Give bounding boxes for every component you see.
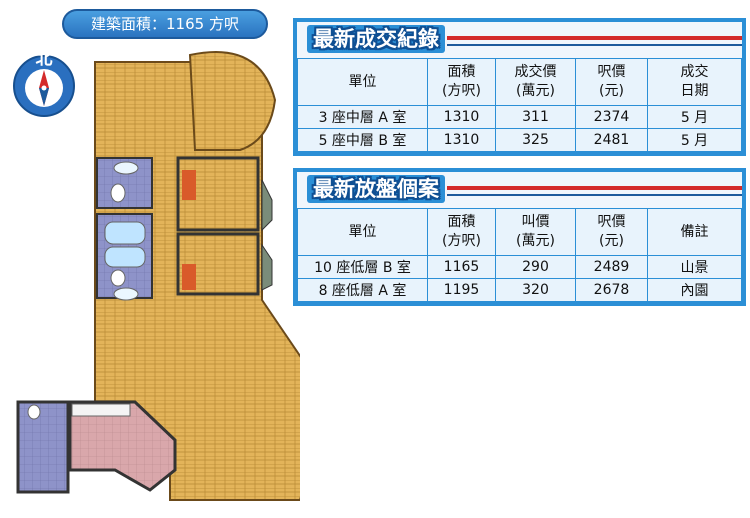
cell-asking-price: 320	[495, 278, 576, 302]
cell-price: 311	[495, 105, 576, 129]
header-unit: 單位	[297, 58, 428, 106]
cell-price: 325	[495, 128, 576, 152]
table-header-row: 單位 面積 (方呎) 叫價 (萬元) 呎價 (元) 備註	[297, 208, 742, 256]
table-row: 3 座中層 A 室 1310 311 2374 5 月	[297, 105, 742, 129]
header-date: 成交 日期	[647, 58, 742, 106]
cell-unit: 8 座低層 A 室	[297, 278, 428, 302]
cell-area: 1165	[427, 255, 496, 279]
header-area: 面積 (方呎)	[427, 58, 496, 106]
bay-window	[188, 51, 277, 151]
header-remarks: 備註	[647, 208, 742, 256]
cell-date: 5 月	[647, 128, 742, 152]
header-price-per-sqft: 呎價 (元)	[575, 208, 648, 256]
header-area: 面積 (方呎)	[427, 208, 496, 256]
table-header-row: 單位 面積 (方呎) 成交價 (萬元) 呎價 (元) 成交 日期	[297, 58, 742, 106]
listings-panel: 最新放盤個案 單位 面積 (方呎) 叫價 (萬元) 呎價 (元) 備註 10 座…	[293, 168, 746, 306]
cell-area: 1310	[427, 105, 496, 129]
kitchen	[68, 400, 177, 492]
floor-plan	[16, 51, 300, 501]
table-row: 5 座中層 B 室 1310 325 2481 5 月	[297, 128, 742, 152]
cell-asking-price: 290	[495, 255, 576, 279]
cell-price-per-sqft: 2481	[575, 128, 648, 152]
area-label: 建築面積：1165 方呎	[62, 9, 268, 39]
cell-price-per-sqft: 2374	[575, 105, 648, 129]
cell-unit: 10 座低層 B 室	[297, 255, 428, 279]
cell-price-per-sqft: 2678	[575, 278, 648, 302]
compass-icon: 北	[13, 49, 75, 117]
transactions-table: 單位 面積 (方呎) 成交價 (萬元) 呎價 (元) 成交 日期 3 座中層 A…	[297, 58, 742, 152]
transactions-panel: 最新成交紀錄 單位 面積 (方呎) 成交價 (萬元) 呎價 (元) 成交 日期 …	[293, 18, 746, 156]
cell-remarks: 山景	[647, 255, 742, 279]
listings-table: 單位 面積 (方呎) 叫價 (萬元) 呎價 (元) 備註 10 座低層 B 室 …	[297, 208, 742, 302]
table-row: 8 座低層 A 室 1195 320 2678 內園	[297, 278, 742, 302]
north-label: 北	[36, 49, 53, 69]
header-unit: 單位	[297, 208, 428, 256]
transactions-title: 最新成交紀錄	[307, 25, 445, 53]
table-row: 10 座低層 B 室 1165 290 2489 山景	[297, 255, 742, 279]
cell-remarks: 內園	[647, 278, 742, 302]
cell-area: 1310	[427, 128, 496, 152]
cell-unit: 3 座中層 A 室	[297, 105, 428, 129]
cell-area: 1195	[427, 278, 496, 302]
listings-title: 最新放盤個案	[307, 175, 445, 203]
cell-unit: 5 座中層 B 室	[297, 128, 428, 152]
cell-date: 5 月	[647, 105, 742, 129]
header-price-per-sqft: 呎價 (元)	[575, 58, 648, 106]
header-price: 成交價 (萬元)	[495, 58, 576, 106]
utility-room	[16, 400, 70, 494]
cell-price-per-sqft: 2489	[575, 255, 648, 279]
header-asking-price: 叫價 (萬元)	[495, 208, 576, 256]
